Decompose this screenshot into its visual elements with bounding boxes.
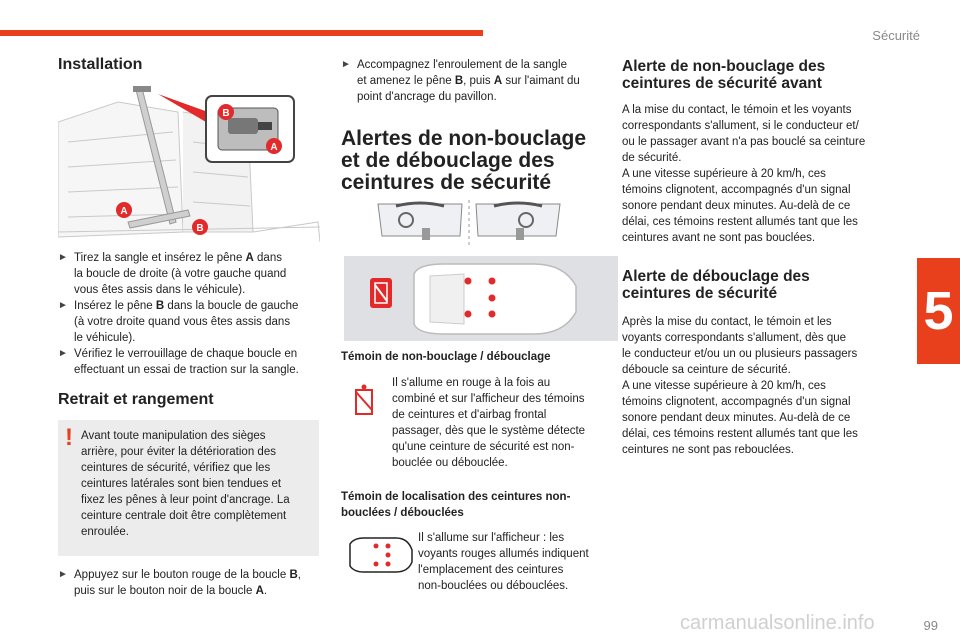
header-accent-bar bbox=[0, 30, 483, 36]
section-title: Sécurité bbox=[872, 28, 920, 43]
roof-console-illustration bbox=[377, 200, 561, 248]
label-A-inset: A bbox=[270, 142, 277, 153]
alerts-title: Alertes de non-bouclage et de débouclage… bbox=[341, 127, 587, 194]
installation-bullet-3: ► Vérifiez le verrouillage de chaque bou… bbox=[58, 348, 299, 376]
seatbelt-warning-icon bbox=[355, 384, 373, 415]
warning-icon: ! bbox=[65, 424, 73, 451]
chapter-tab[interactable]: 5 bbox=[917, 258, 960, 364]
alerte-avant-text: A la mise du contact, le témoin et les v… bbox=[622, 104, 866, 244]
seat-location-icon bbox=[349, 537, 413, 573]
car-seat-map bbox=[370, 263, 577, 335]
temoin2-text: Il s'allume sur l'afficheur : les voyant… bbox=[418, 532, 589, 592]
label-B-inset: B bbox=[222, 108, 229, 119]
seatbelt-installation-illustration: B A A B bbox=[58, 86, 320, 242]
page-number: 99 bbox=[923, 618, 938, 633]
col2-bullet: ► Accompagnez l'enroulement de la sangle… bbox=[341, 59, 580, 103]
footer-watermark: carmanualsonline.info bbox=[680, 612, 875, 634]
arrow-icon: ► bbox=[58, 348, 68, 359]
alerte-debouclage-text: Après la mise du contact, le témoin et l… bbox=[622, 316, 858, 456]
warning-box: ! Avant toute manipulation des sièges ar… bbox=[58, 420, 319, 556]
temoin2-title: Témoin de localisation des ceintures non… bbox=[341, 491, 571, 519]
arrow-icon: ► bbox=[58, 569, 68, 580]
warning-text: Avant toute manipulation des sièges arri… bbox=[81, 430, 290, 538]
temoin1-text: Il s'allume en rouge à la fois au combin… bbox=[392, 377, 586, 469]
retrait-bullet: ► Appuyez sur le bouton rouge de la bouc… bbox=[58, 569, 301, 597]
arrow-icon: ► bbox=[58, 300, 68, 311]
temoin1-title: Témoin de non-bouclage / débouclage bbox=[341, 351, 551, 363]
label-A-seat: A bbox=[120, 206, 127, 217]
retrait-title: Retrait et rangement bbox=[58, 391, 214, 408]
seatbelt-display-panel bbox=[344, 256, 618, 341]
label-B-seat: B bbox=[196, 223, 203, 234]
arrow-icon: ► bbox=[58, 252, 68, 263]
installation-title: Installation bbox=[58, 56, 143, 73]
installation-bullet-1: ► Tirez la sangle et insérez le pêne A d… bbox=[58, 252, 287, 296]
alerte-debouclage-title: Alerte de débouclage des ceintures de sé… bbox=[622, 268, 810, 302]
installation-bullet-2: ► Insérez le pêne B dans la boucle de ga… bbox=[58, 300, 299, 344]
alerte-avant-title: Alerte de non-bouclage des ceintures de … bbox=[622, 58, 826, 92]
arrow-icon: ► bbox=[341, 59, 351, 70]
